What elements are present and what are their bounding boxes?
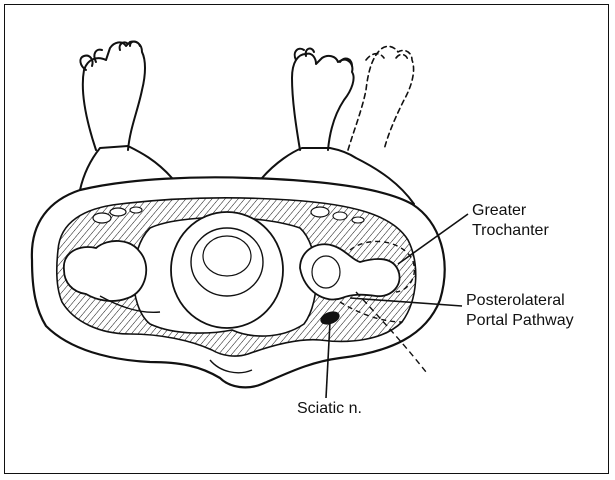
- portal-pathway-label-line1: Posterolateral: [466, 291, 574, 311]
- portal-pathway-label: Posterolateral Portal Pathway: [466, 291, 574, 331]
- sciatic-nerve-label: Sciatic n.: [297, 399, 362, 419]
- right-foot: [292, 49, 354, 150]
- portal-pathway-label-line2: Portal Pathway: [466, 311, 574, 331]
- pelvis-cross-section: [32, 177, 445, 387]
- left-foot: [80, 41, 145, 150]
- rotated-foot-outline: [348, 46, 414, 150]
- greater-trochanter-label-line1: Greater: [472, 201, 549, 221]
- greater-trochanter-label-line2: Trochanter: [472, 221, 549, 241]
- greater-trochanter-label: Greater Trochanter: [472, 201, 549, 241]
